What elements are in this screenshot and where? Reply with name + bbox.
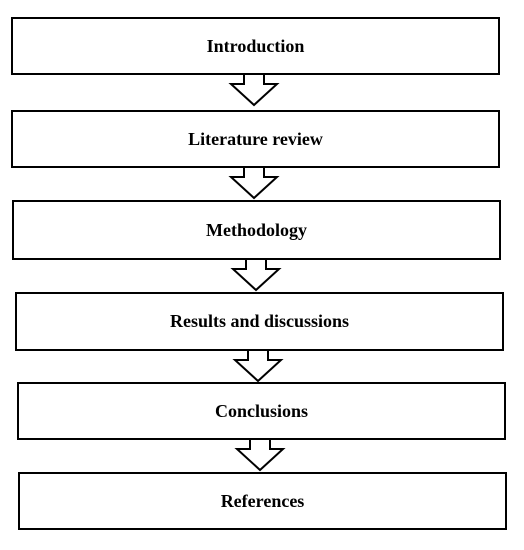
- step-literature-review-label: Literature review: [188, 128, 323, 149]
- step-results-and-discussions-box: Results and discussions: [15, 292, 504, 351]
- down-arrow-icon: [232, 349, 284, 383]
- step-literature-review-box: Literature review: [11, 110, 500, 168]
- step-references-label: References: [220, 490, 305, 511]
- step-results-and-discussions-label: Results and discussions: [169, 311, 350, 331]
- step-methodology-label: Methodology: [206, 219, 307, 240]
- step-introduction-box: Introduction: [11, 17, 500, 75]
- step-methodology-box: Methodology: [12, 200, 501, 260]
- step-references-box: References: [18, 472, 507, 530]
- step-introduction-label: Introduction: [206, 35, 305, 56]
- step-conclusions-label: Conclusions: [214, 400, 309, 421]
- down-arrow-icon: [228, 166, 280, 200]
- step-conclusions-box: Conclusions: [17, 382, 506, 440]
- down-arrow-icon: [234, 438, 286, 472]
- down-arrow-icon: [230, 258, 282, 292]
- down-arrow-icon: [228, 73, 280, 107]
